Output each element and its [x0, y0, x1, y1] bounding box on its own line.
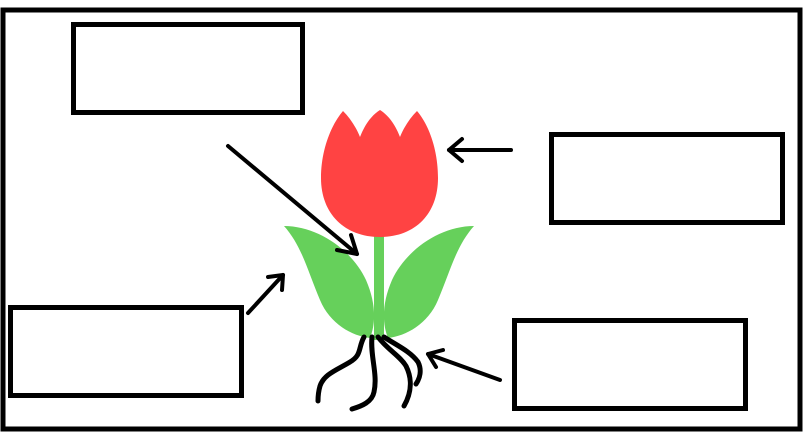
diagram-border: [0, 7, 803, 432]
arrow-to-roots: [426, 348, 502, 382]
label-box-stem[interactable]: [71, 22, 305, 115]
root-4: [381, 334, 423, 387]
right-leaf: [383, 226, 474, 338]
root-3: [375, 334, 413, 409]
label-box-leaves[interactable]: [8, 305, 244, 398]
tulip-leaves: [284, 226, 474, 338]
arrow-to-stem: [226, 144, 359, 256]
root-2: [349, 334, 378, 412]
arrow-to-flower: [447, 137, 513, 163]
left-leaf: [284, 226, 375, 338]
label-box-roots[interactable]: [512, 318, 748, 411]
pointer-arrows: [226, 137, 513, 382]
tulip-flower: [321, 110, 438, 237]
root-1: [315, 334, 367, 404]
label-box-flower[interactable]: [549, 132, 785, 225]
arrow-to-leaf: [246, 273, 285, 315]
tulip-roots: [315, 334, 423, 412]
tulip-stem: [374, 228, 384, 340]
